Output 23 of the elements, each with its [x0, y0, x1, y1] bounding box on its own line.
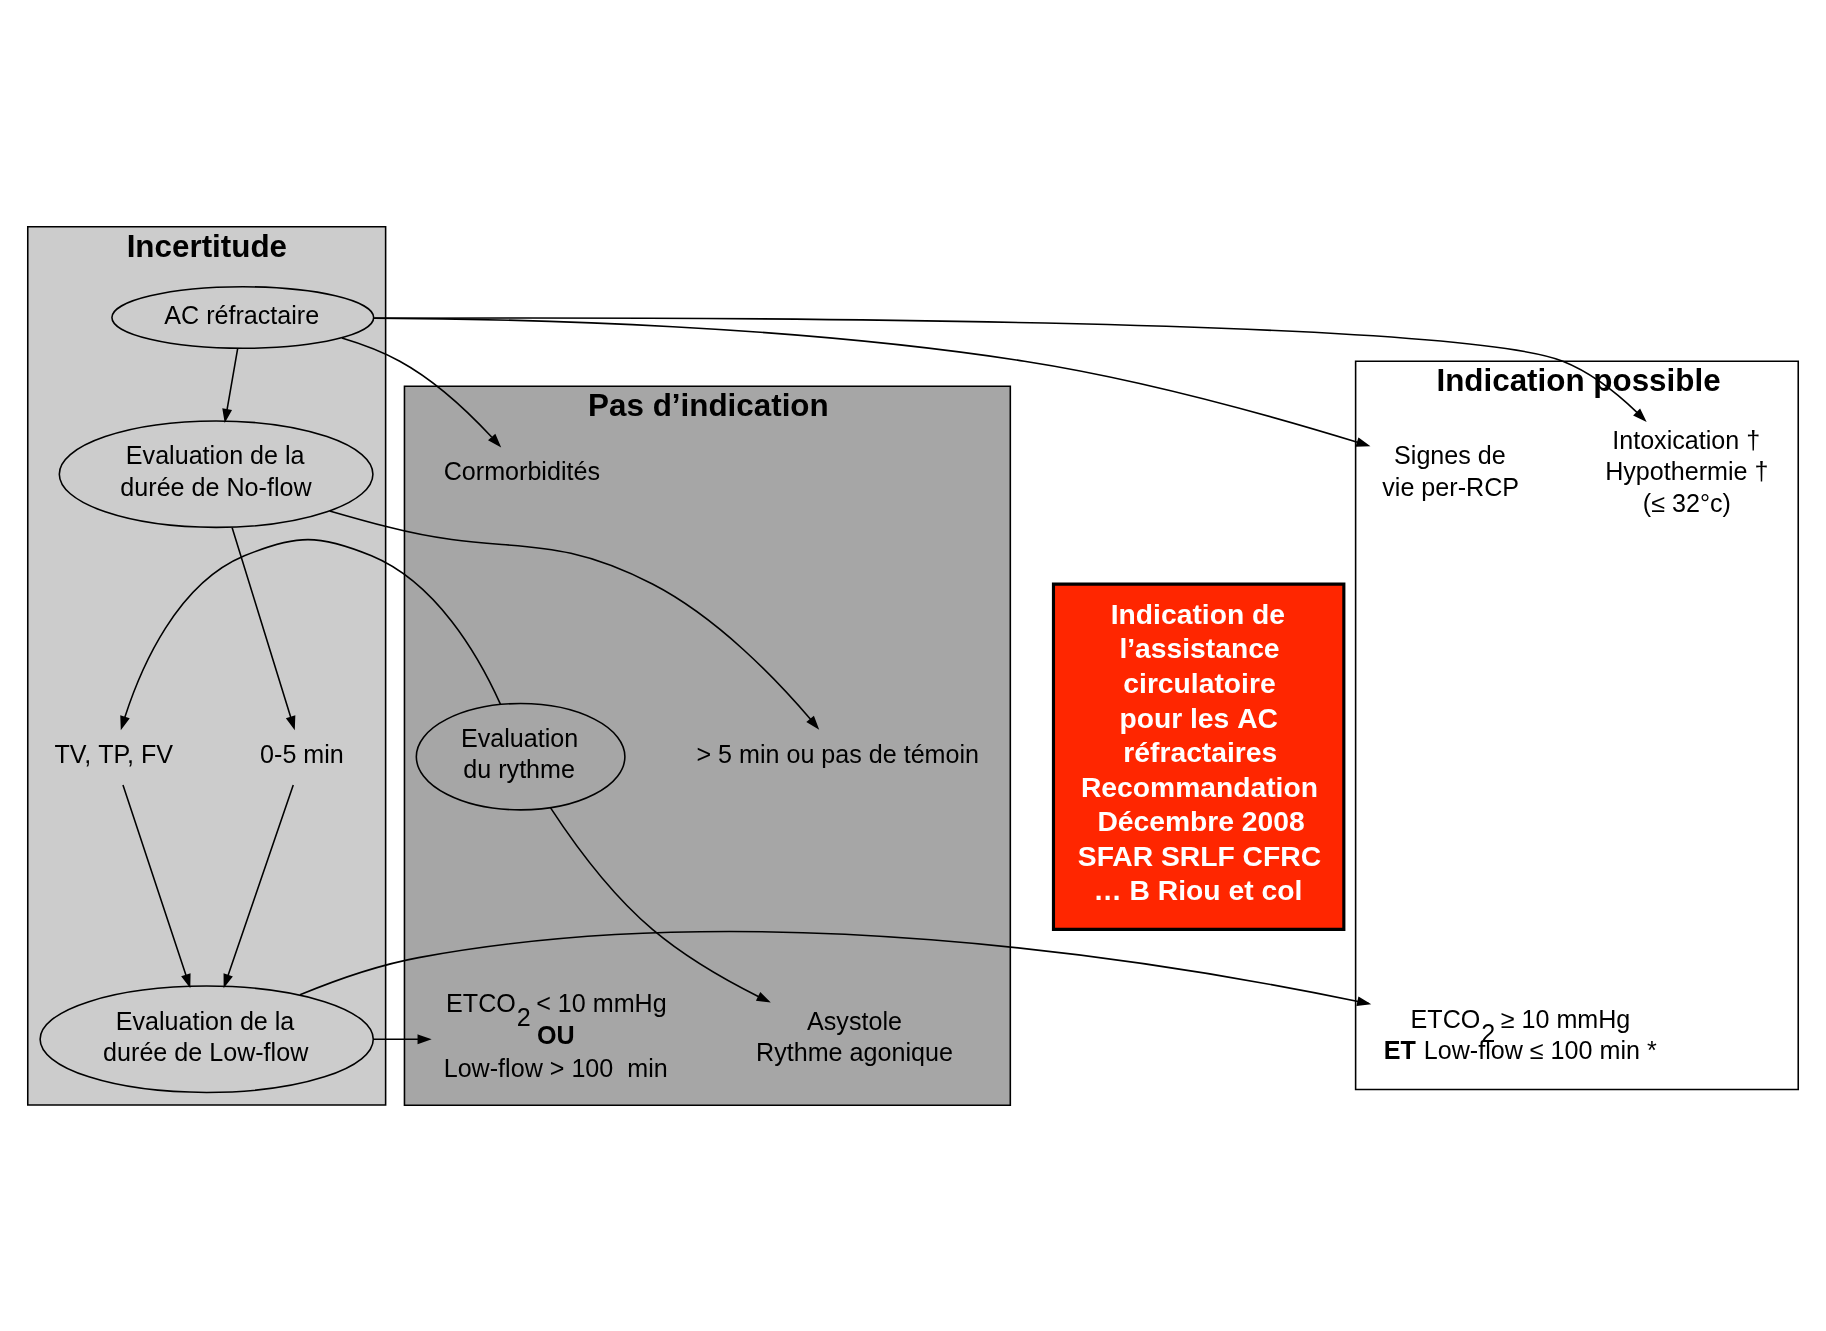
node-text: Cormorbidités: [443, 456, 600, 485]
node-box: Indication de l’assistance circulatoire pour les AC réfractaires Recommandation Décembre 2008 SFAR SRLF CFRC … B Riou et col: [1051, 582, 1346, 931]
node-text: Signes de vie per-RCP: [1382, 440, 1520, 501]
node-ellipse: AC réfractaire: [111, 285, 375, 349]
arrow: [373, 316, 1371, 447]
arrow: [231, 526, 296, 730]
arrow: [223, 783, 295, 988]
node-text: > 5 min ou pas de témoin: [696, 739, 980, 768]
node-ellipse: Evaluation du rythme: [415, 702, 626, 811]
arrow: [549, 806, 771, 1003]
arrow: [328, 509, 820, 730]
arrow: [222, 347, 239, 423]
node-text: TV, TP, FV: [54, 739, 174, 768]
node-ellipse: Evaluation de la durée de Low-flow: [39, 984, 375, 1093]
arrow: [341, 336, 502, 447]
arrow: [122, 783, 191, 988]
node-text: Asystole Rythme agonique: [756, 1006, 953, 1066]
node-ellipse: Evaluation de la durée de No-flow: [58, 419, 374, 528]
arrow: [120, 538, 502, 730]
node-text: Intoxication † Hypothermie † (≤ 32°c): [1605, 425, 1769, 517]
arrow: [372, 1033, 432, 1044]
node-text: 0-5 min: [260, 739, 344, 768]
arrow: [299, 930, 1372, 1006]
